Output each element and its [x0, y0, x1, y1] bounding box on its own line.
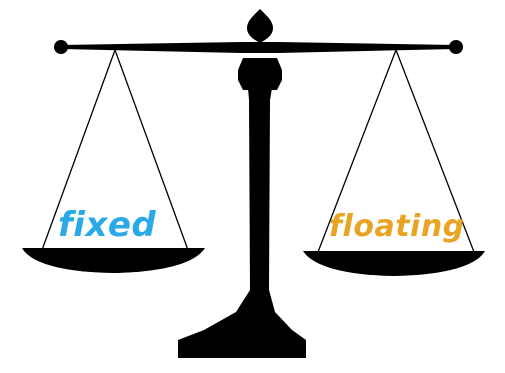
right-pan — [303, 251, 485, 276]
beam-right-end — [449, 40, 463, 54]
fixed-label: fixed — [58, 208, 156, 242]
left-pan — [22, 248, 205, 273]
pillar — [178, 88, 306, 358]
beam-left-end — [54, 40, 68, 54]
floating-label: floating — [329, 212, 465, 242]
finial — [247, 9, 273, 43]
pillar-collar — [238, 58, 282, 90]
